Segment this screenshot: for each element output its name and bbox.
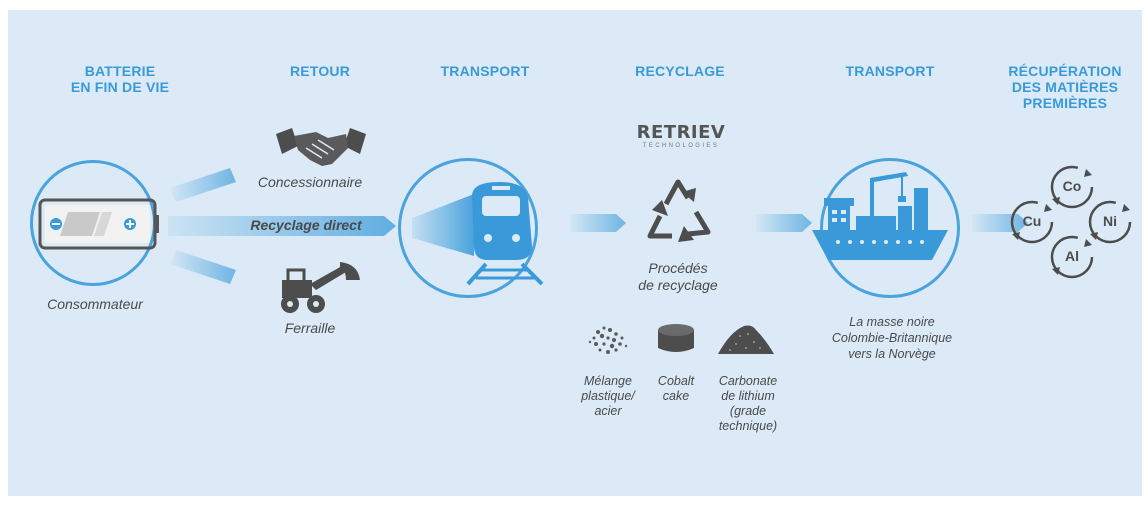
train-icon [412, 182, 544, 286]
arrow-to-dealer [170, 168, 236, 202]
caption-scrap: Ferraille [284, 320, 336, 336]
plastic-steel-mix-icon [588, 326, 628, 354]
arrow-to-ship [756, 214, 812, 232]
battery-icon [38, 198, 159, 250]
cobalt-cake-icon [658, 324, 694, 352]
caption-dealer: Concessionnaire [257, 174, 363, 190]
arrow-direct-recycling [168, 216, 396, 236]
metal-cycle-al [1050, 235, 1094, 279]
metal-ni-label: Ni [1103, 213, 1117, 229]
ship-circle [820, 158, 960, 298]
arrow-to-scrap [170, 250, 236, 284]
cargo-ship-icon [812, 172, 948, 260]
metal-co-label: Co [1062, 178, 1082, 194]
caption-direct-recycling: Recyclage direct [250, 217, 362, 233]
retriev-logo: RETRIEV TECHNOLOGIES [636, 124, 726, 150]
handshake-icon [276, 128, 366, 166]
metal-cu-label: Cu [1022, 213, 1042, 229]
metal-cycle-co [1050, 165, 1094, 209]
recycle-icon [647, 179, 711, 242]
metal-al-label: Al [1065, 248, 1079, 264]
lithium-carbonate-icon [718, 325, 774, 354]
retriev-logo-name: RETRIEV [636, 122, 726, 143]
arrow-to-recycling [570, 214, 626, 232]
retriev-logo-sub: TECHNOLOGIES [642, 143, 720, 149]
loader-tractor-icon [281, 262, 360, 313]
heading-return: RETOUR [289, 63, 351, 79]
heading-recycling: RECYCLAGE [635, 63, 725, 79]
train-circle [398, 158, 538, 298]
caption-consumer: Consommateur [47, 296, 143, 312]
metal-cycle-cu [1010, 200, 1054, 244]
heading-transport-1: TRANSPORT [440, 63, 530, 79]
heading-transport-2: TRANSPORT [845, 63, 935, 79]
metal-cycle-ni [1088, 200, 1132, 244]
